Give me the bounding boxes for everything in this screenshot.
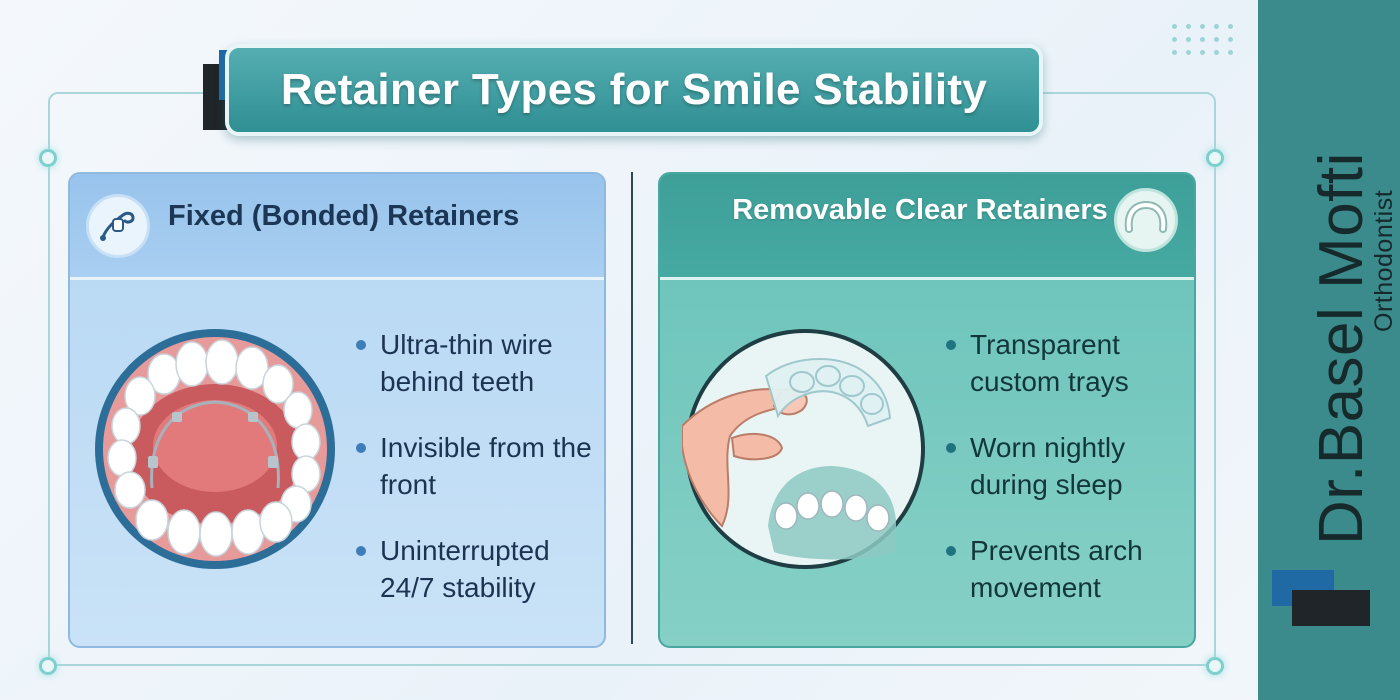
frame-node-bottom-left (39, 657, 57, 675)
list-item: Ultra-thin wire behind teeth (356, 326, 604, 400)
brand-accent-dark-block (1292, 590, 1370, 626)
doctor-name: Dr.Basel Mofti (1307, 152, 1376, 545)
clear-retainer-illustration (681, 326, 928, 572)
doctor-role: Orthodontist (1370, 189, 1398, 332)
list-item: Uninterrupted 24/7 stability (356, 532, 604, 606)
fixed-retainer-heading: Fixed (Bonded) Retainers (168, 200, 520, 232)
bonded-retainer-wire-icon (86, 194, 150, 258)
frame-node-bottom-right (1206, 657, 1224, 675)
fixed-retainer-bullets: Ultra-thin wire behind teeth Invisible f… (356, 326, 604, 635)
page-title: Retainer Types for Smile Stability (280, 65, 988, 114)
brand-sidebar: Dr.Basel Mofti Orthodontist (1258, 0, 1400, 700)
card-divider (631, 172, 633, 644)
infographic-canvas: Retainer Types for Smile Stability Fixed… (39, 24, 1234, 675)
list-item: Prevents arch movement (946, 532, 1194, 606)
list-item: Transparent custom trays (946, 326, 1194, 400)
frame-node-top-right (1206, 149, 1224, 167)
removable-retainer-bullets: Transparent custom trays Worn nightly du… (946, 326, 1194, 635)
decorative-dot-grid (1172, 24, 1234, 55)
title-bar: Retainer Types for Smile Stability (225, 44, 1043, 136)
list-item: Worn nightly during sleep (946, 429, 1194, 503)
removable-retainer-card: Removable Clear Retainers (658, 172, 1196, 648)
bonded-retainer-illustration (92, 326, 338, 572)
title-banner: Retainer Types for Smile Stability (203, 42, 1045, 138)
frame-node-top-left (39, 149, 57, 167)
list-item: Invisible from the front (356, 429, 604, 503)
fixed-retainer-header: Fixed (Bonded) Retainers (70, 174, 604, 280)
fixed-retainer-card: Fixed (Bonded) Retainers (68, 172, 606, 648)
removable-retainer-heading: Removable Clear Retainers (732, 194, 1108, 226)
clear-aligner-icon (1114, 188, 1178, 252)
removable-retainer-header: Removable Clear Retainers (660, 174, 1194, 280)
